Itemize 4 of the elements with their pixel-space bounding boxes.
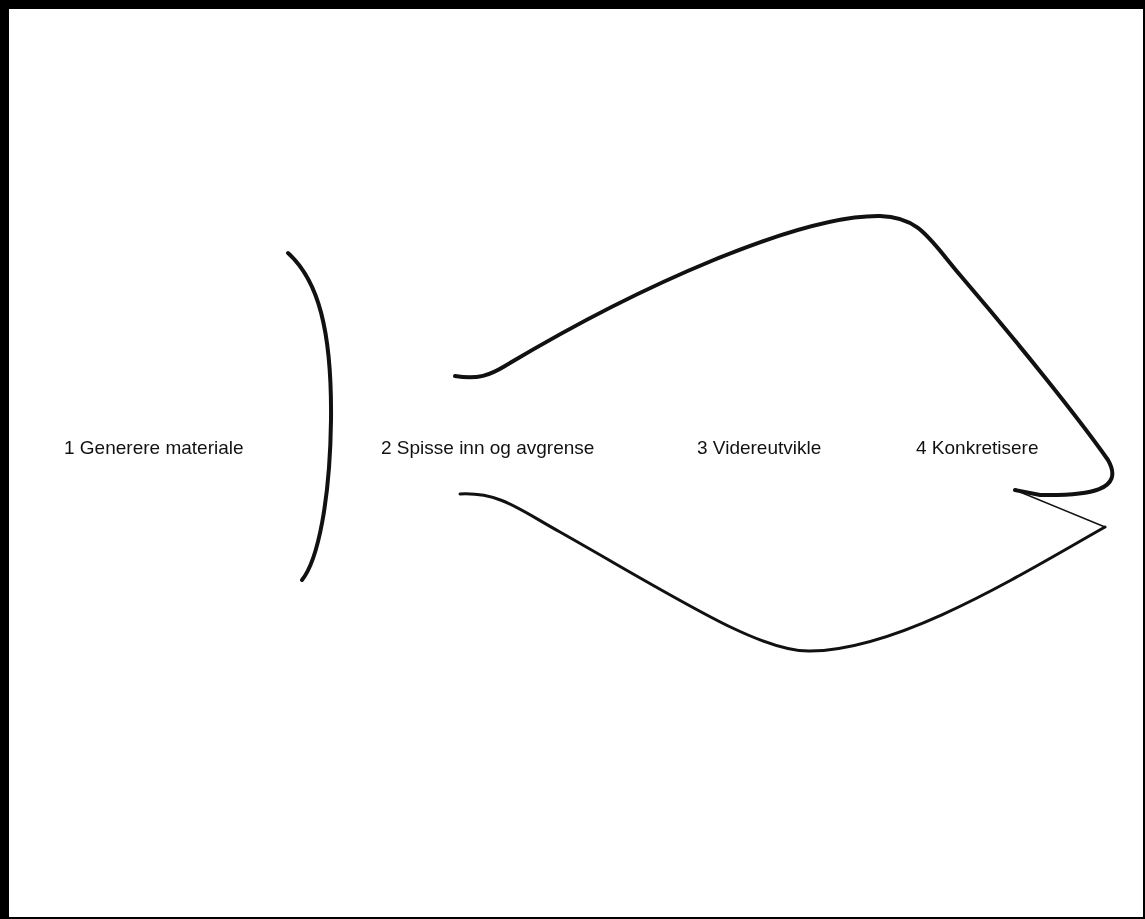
stage-label: 4 Konkretisere	[916, 436, 1039, 460]
stage-label: 1 Generere materiale	[64, 436, 244, 460]
stage-label: 2 Spisse inn og avgrense	[381, 436, 595, 460]
stage-label: 3 Videreutvikle	[697, 436, 822, 460]
